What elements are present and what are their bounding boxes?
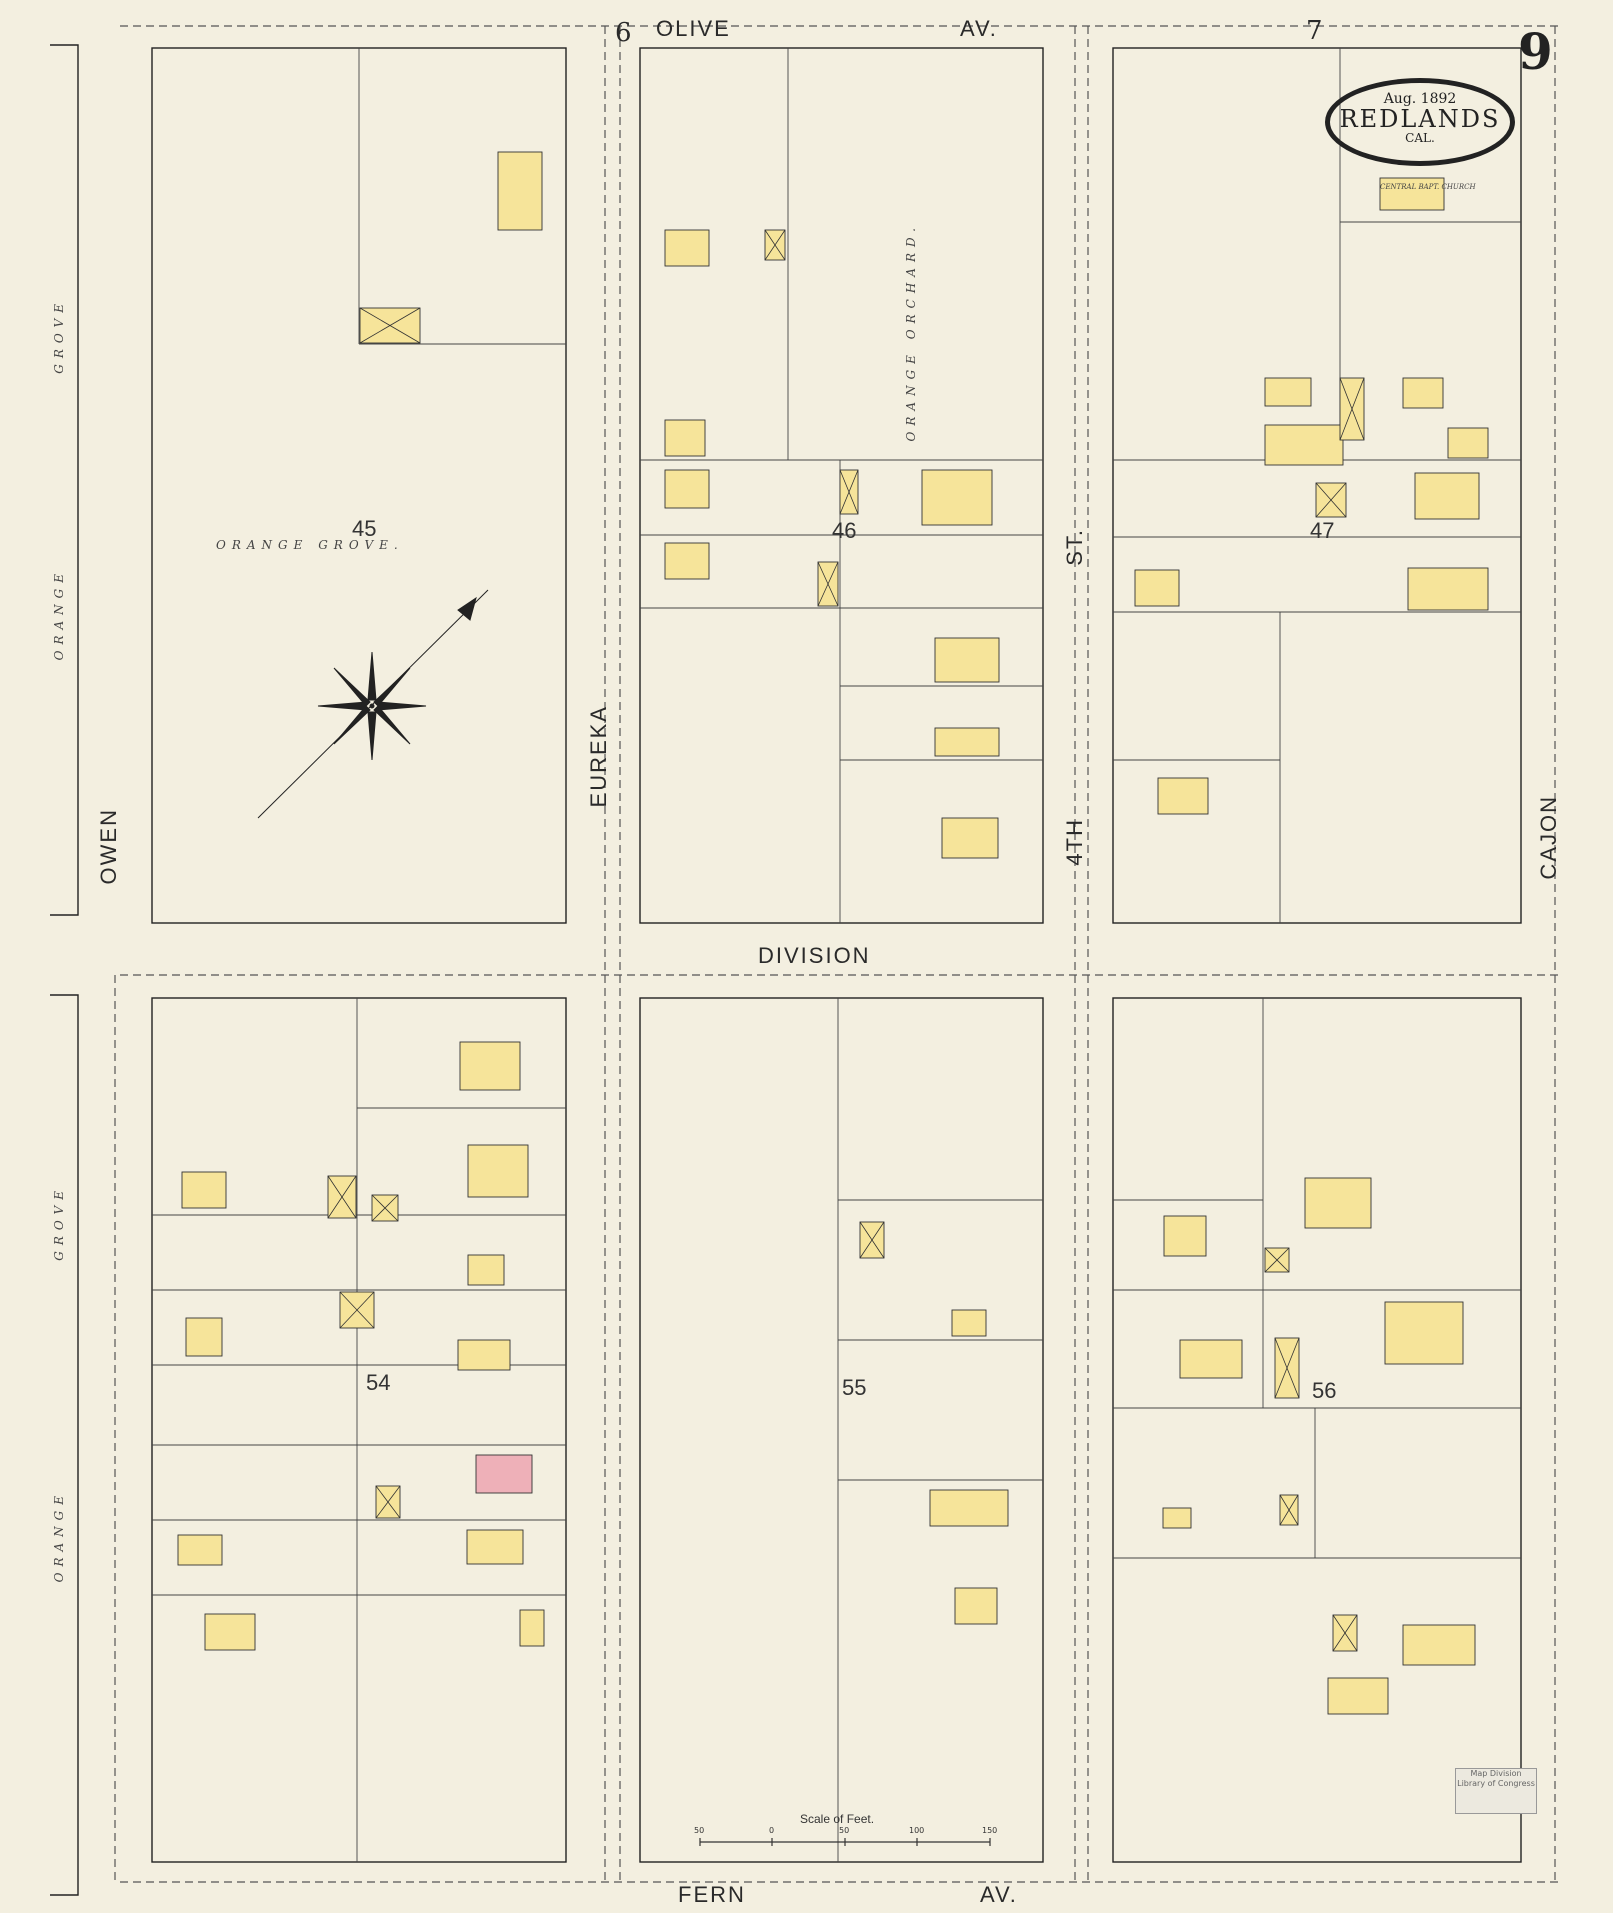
dwelling	[929, 1489, 1009, 1527]
dwelling	[181, 1171, 227, 1209]
compass-rose-icon	[257, 589, 489, 819]
sheet-number: 9	[1518, 22, 1553, 81]
street-olive-suffix: AV.	[960, 16, 998, 41]
scale-tick: 50	[839, 1826, 850, 1835]
street-4th-suffix: ST.	[1062, 528, 1087, 566]
dwelling	[185, 1317, 223, 1357]
adjoining-sheet-7: 7	[1306, 16, 1325, 46]
dwelling	[1162, 1507, 1192, 1529]
grove-label-orange-1: ORANGE	[52, 568, 66, 661]
street-olive: OLIVE	[656, 16, 731, 41]
lot-lines	[152, 48, 1521, 1862]
dwelling	[1264, 424, 1344, 466]
block-47	[1112, 47, 1522, 924]
library-stamp: Map Division Library of Congress	[1455, 1768, 1537, 1814]
dwelling	[1134, 569, 1180, 607]
dwelling	[921, 469, 993, 526]
map-city: REDLANDS	[1339, 105, 1501, 133]
brick-dwelling	[475, 1454, 533, 1494]
block-46	[639, 47, 1044, 924]
orange-orchard-label: ORANGE ORCHARD.	[904, 222, 918, 442]
dwelling	[1414, 472, 1480, 520]
dwelling	[1447, 427, 1489, 459]
street-4th: 4TH	[1062, 818, 1087, 866]
grove-label-grove-2: GROVE	[52, 1185, 66, 1261]
dwelling	[1384, 1301, 1464, 1365]
block-54	[151, 997, 567, 1863]
dwelling	[1157, 777, 1209, 815]
grove-brackets	[50, 44, 79, 1896]
block-55	[639, 997, 1044, 1863]
church-label: CENTRAL BAPT. CHURCH	[1380, 183, 1476, 191]
stable-crosses	[327, 229, 1365, 1652]
street-fern: FERN	[678, 1882, 746, 1907]
street-eureka: EUREKA	[586, 705, 611, 808]
dwelling	[1327, 1677, 1389, 1715]
map-date: Aug. 1892	[1383, 91, 1457, 107]
dwelling	[1407, 567, 1489, 611]
scale-label: Scale of Feet.	[800, 1812, 875, 1826]
dwelling	[1179, 1339, 1243, 1379]
dwelling	[1304, 1177, 1372, 1229]
adjoining-sheet-6: 6	[615, 18, 634, 48]
street-cajon: CAJON	[1536, 795, 1561, 880]
block-number: 47	[1310, 518, 1335, 543]
dwelling	[457, 1339, 511, 1371]
dwelling	[459, 1041, 521, 1091]
scale-tick: 50	[694, 1826, 705, 1835]
scale-tick: 100	[909, 1826, 925, 1835]
block-number: 54	[366, 1370, 391, 1395]
dwelling	[664, 542, 710, 580]
dwelling	[664, 419, 706, 457]
dwelling	[664, 469, 710, 509]
dwelling	[1402, 377, 1444, 409]
block-56	[1112, 997, 1522, 1863]
dwelling	[934, 727, 1000, 757]
block-number: 55	[842, 1375, 867, 1400]
dwelling	[951, 1309, 987, 1337]
block-outlines	[151, 47, 1522, 1863]
dwelling	[1264, 377, 1312, 407]
scale-tick: 150	[982, 1826, 998, 1835]
block-number: 56	[1312, 1378, 1337, 1403]
dwelling	[1163, 1215, 1207, 1257]
street-division: DIVISION	[758, 943, 871, 968]
scale-bar	[699, 1838, 991, 1846]
map-state: CAL.	[1405, 131, 1435, 145]
title-cartouche: Aug. 1892 REDLANDS CAL.	[1325, 78, 1515, 166]
dwelling	[177, 1534, 223, 1566]
dwelling	[954, 1587, 998, 1625]
dwelling	[466, 1529, 524, 1565]
dwelling	[519, 1609, 545, 1647]
grove-label-orange-2: ORANGE	[52, 1490, 66, 1583]
block-number: 46	[832, 518, 857, 543]
orange-grove-label: ORANGE GROVE.	[216, 538, 404, 552]
scale-tick: 0	[769, 1826, 775, 1835]
dwelling	[204, 1613, 256, 1651]
block-number: 45	[352, 516, 377, 541]
street-lines	[114, 25, 1560, 1883]
church	[1379, 177, 1445, 211]
grove-label-grove-1: GROVE	[52, 298, 66, 374]
dwelling	[934, 637, 1000, 683]
dwelling	[664, 229, 710, 267]
dwelling	[1402, 1624, 1476, 1666]
street-owen: OWEN	[96, 808, 121, 885]
dwelling	[467, 1254, 505, 1286]
dwelling	[941, 817, 999, 859]
street-fern-suffix: AV.	[980, 1882, 1018, 1907]
dwelling	[497, 151, 543, 231]
buildings	[177, 151, 1489, 1715]
dwelling	[467, 1144, 529, 1198]
